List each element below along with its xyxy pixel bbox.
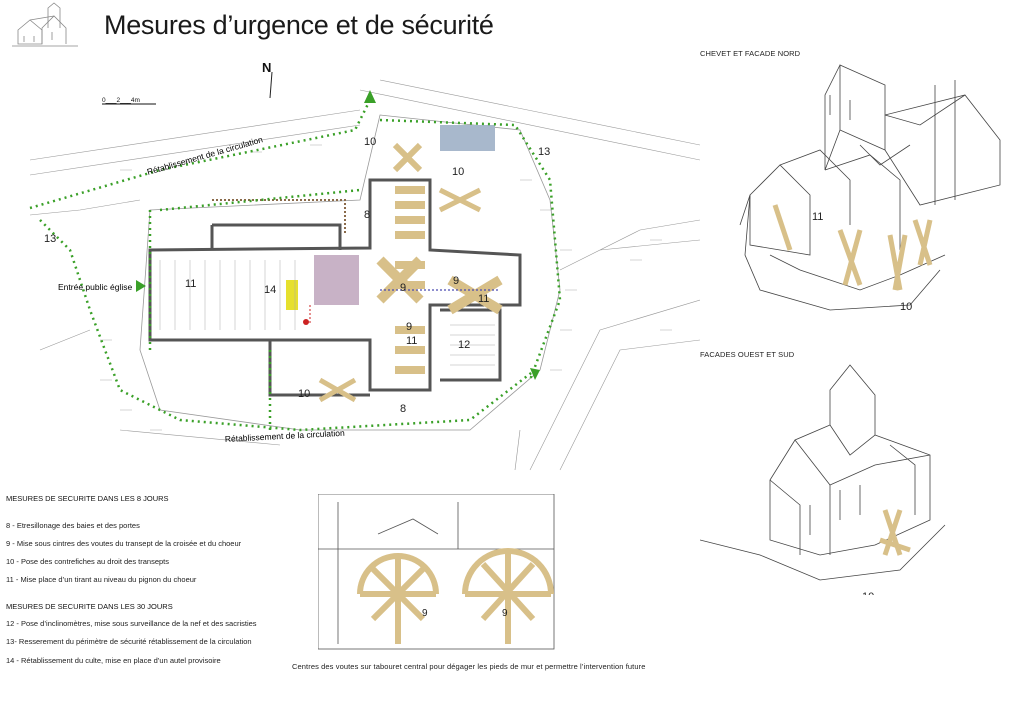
sign-red <box>303 319 309 325</box>
route-arrow-right <box>530 368 540 380</box>
north-label: N <box>262 60 271 75</box>
north-view-label-11: 11 <box>812 211 823 223</box>
route-arrow-top <box>364 90 376 103</box>
zone-blue <box>440 125 495 151</box>
page-title: Mesures d’urgence et de sécurité <box>104 10 494 40</box>
zone-number: 9 <box>400 282 406 294</box>
entry-label: Entrée public église <box>58 282 132 292</box>
zone-number: 11 <box>478 293 489 305</box>
vault-section: 9 9 <box>318 494 555 650</box>
south-facade-view: 10 <box>700 364 946 595</box>
nave-stripes <box>159 260 495 366</box>
route-label-top: Rétablissement de la circulation <box>146 134 264 177</box>
zone-number: 13 <box>44 233 56 245</box>
section-label-9: 9 <box>422 608 428 619</box>
legend-item: 12 - Pose d’inclinomètres, mise sous sur… <box>6 619 257 628</box>
zone-number: 11 <box>185 278 196 290</box>
legend-item: 10 - Pose des contrefiches au droit des … <box>6 557 170 566</box>
plan-zone-numbers: 10 10 13 13 8 11 14 9 9 11 9 11 12 10 8 <box>44 136 550 415</box>
shoring-timbers <box>318 142 503 403</box>
south-view-label: 10 <box>862 591 874 595</box>
legend-item: 8 - Etresillonage des baies et des porte… <box>6 521 140 530</box>
zone-number: 13 <box>538 146 550 158</box>
entry-arrow <box>136 280 146 292</box>
zone-number: 9 <box>453 275 459 287</box>
north-facade-view: 11 10 <box>739 64 1001 313</box>
zone-number: 10 <box>364 136 376 148</box>
zone-number: 14 <box>264 284 276 296</box>
security-perimeter <box>139 114 561 431</box>
zone-number: 10 <box>452 166 464 178</box>
church-walls <box>148 178 522 397</box>
traffic-route <box>29 99 562 432</box>
north-view-label-10: 10 <box>900 301 912 313</box>
scale-bar-label: 0___2___4m <box>102 97 140 104</box>
route-label-bottom: Rétablissement de la circulation <box>225 428 346 444</box>
section-caption: Centres des voutes sur tabouret central … <box>292 662 646 671</box>
survey-background <box>29 79 700 471</box>
zone-number: 8 <box>400 403 406 415</box>
zone-number: 10 <box>298 388 310 400</box>
legend-heading-30days: MESURES DE SECURITE DANS LES 30 JOURS <box>6 602 173 611</box>
zone-number: 12 <box>458 339 470 351</box>
north-view-caption: CHEVET ET FACADE NORD <box>700 49 801 58</box>
legend-heading-8days: MESURES DE SECURITE DANS LES 8 JOURS <box>6 494 169 503</box>
north-arrow <box>269 71 273 99</box>
south-view-caption: FACADES OUEST ET SUD <box>700 350 795 359</box>
site-plan: N 0___2___4m Rétablissement de la circ <box>29 60 700 471</box>
zone-number: 9 <box>406 321 412 333</box>
section-label-9b: 9 <box>502 608 508 619</box>
church-sketch-logo <box>12 2 78 47</box>
legend-item: 11 - Mise place d’un tirant au niveau du… <box>6 575 197 584</box>
legend-item: 9 - Mise sous cintres des voutes du tran… <box>6 539 242 548</box>
zone-number: 11 <box>406 335 417 347</box>
zone-number: 8 <box>364 209 370 221</box>
zone-mauve <box>314 255 359 305</box>
survey-tick-marks <box>100 144 672 431</box>
dotted-brown <box>212 199 346 235</box>
legend-item: 13- Resserement du périmètre de sécurité… <box>6 637 252 646</box>
provisional-altar <box>286 280 298 310</box>
legend-item: 14 - Rétablissement du culte, mise en pl… <box>6 656 221 665</box>
